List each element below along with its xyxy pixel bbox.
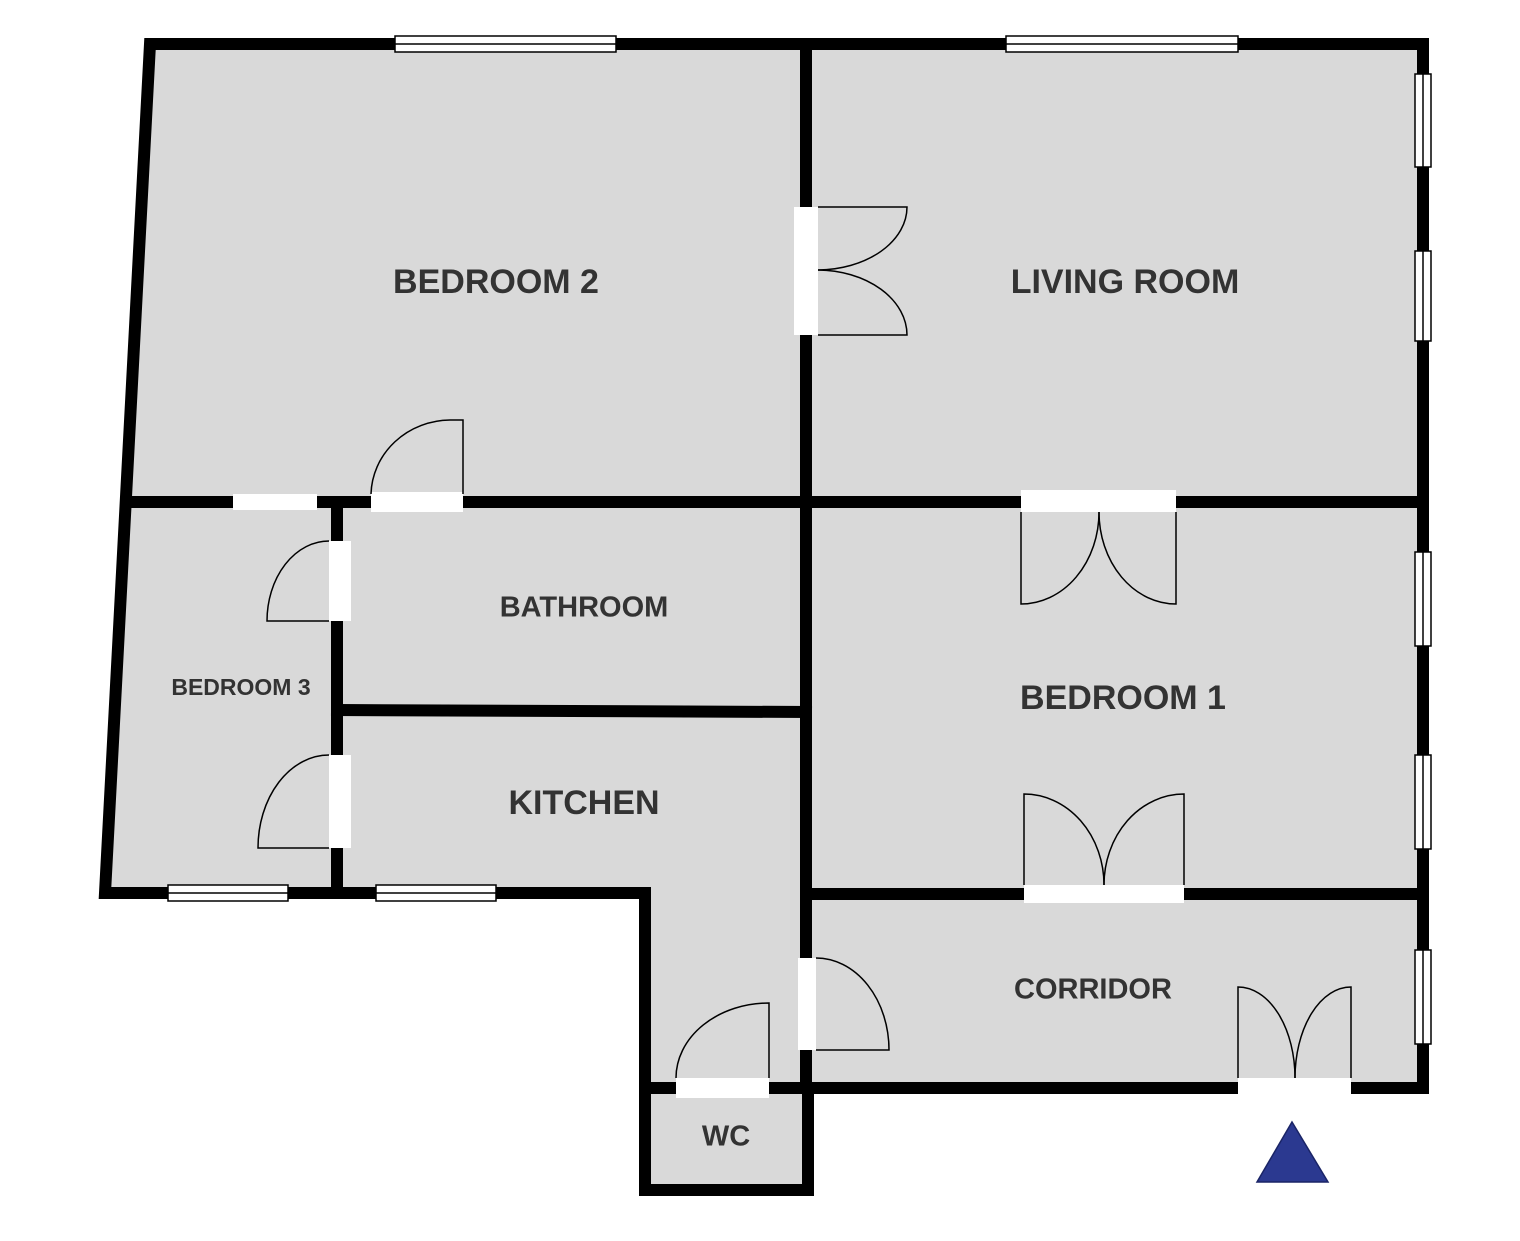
openings — [233, 207, 1351, 1098]
door-kitchen — [257, 754, 330, 849]
door-bathroom — [266, 540, 330, 622]
opening-kitchen-door — [329, 755, 351, 848]
door-bedroom1-bottom-right — [1103, 793, 1185, 886]
label-bedroom3: BEDROOM 3 — [171, 674, 310, 700]
label-bathroom: BATHROOM — [500, 592, 669, 624]
opening-bedroom1-bottom — [1024, 885, 1184, 903]
label-bedroom2: BEDROOM 2 — [393, 263, 599, 301]
opening-bedroom2-door — [371, 492, 463, 512]
room-labels: BEDROOM 2 LIVING ROOM BATHROOM BEDROOM 3… — [171, 263, 1239, 1153]
doors — [257, 206, 1352, 1079]
opening-corridor-door — [798, 958, 816, 1050]
label-wc: WC — [702, 1121, 750, 1153]
door-bedroom1-top-right — [1098, 511, 1177, 605]
entrance-triangle-icon — [1255, 1120, 1330, 1183]
label-kitchen: KITCHEN — [508, 784, 659, 822]
door-living-left-leaf — [817, 206, 908, 271]
wall-bathroom-kitchen — [330, 703, 813, 719]
opening-wc-door — [676, 1078, 769, 1098]
door-entrance-left — [1237, 986, 1296, 1079]
door-corridor — [815, 957, 890, 1051]
label-bedroom1: BEDROOM 1 — [1020, 679, 1226, 717]
door-entrance-right — [1294, 986, 1352, 1079]
door-bedroom1-bottom-left — [1023, 793, 1105, 886]
opening-living-door — [794, 207, 818, 335]
floor-area — [105, 44, 1423, 1190]
door-bedroom2 — [370, 419, 464, 495]
label-corridor: CORRIDOR — [1014, 974, 1172, 1006]
door-bedroom1-top-left — [1020, 511, 1100, 605]
opening-bathroom-door — [329, 541, 351, 621]
door-living-right-leaf — [817, 269, 908, 336]
opening-bedroom3-passage — [233, 494, 317, 510]
door-wc — [675, 1002, 770, 1079]
opening-entrance — [1238, 1078, 1351, 1098]
windows — [167, 35, 1432, 1045]
opening-bedroom1-top — [1021, 490, 1176, 512]
label-living-room: LIVING ROOM — [1011, 263, 1240, 301]
